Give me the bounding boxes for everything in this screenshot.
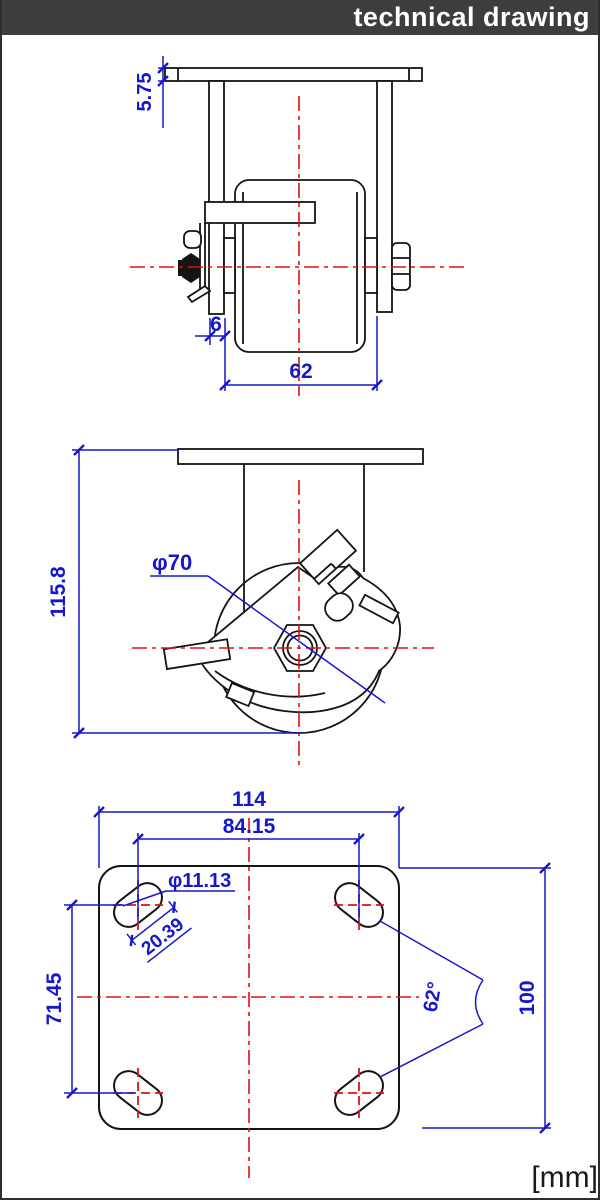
svg-text:115.8: 115.8 bbox=[47, 566, 70, 618]
svg-text:84.15: 84.15 bbox=[223, 815, 276, 838]
svg-text:71.45: 71.45 bbox=[43, 972, 66, 1025]
dim-hole-spacing-height: 71.45 bbox=[43, 899, 135, 1099]
side-brake-lug bbox=[324, 592, 354, 622]
side-brake-plate-detail bbox=[358, 593, 400, 625]
front-view: 5.75 6 62 bbox=[130, 56, 464, 396]
dim-plate-thickness: 5.75 bbox=[134, 56, 169, 128]
plan-view: 114 84.15 φ11.13 bbox=[43, 788, 551, 1178]
svg-text:φ70: φ70 bbox=[152, 550, 192, 575]
svg-text:114: 114 bbox=[232, 788, 266, 811]
front-left-hub bbox=[223, 237, 236, 294]
dim-wheel-width: 62 bbox=[219, 316, 383, 391]
svg-text:6: 6 bbox=[210, 313, 222, 336]
technical-drawing-canvas: 5.75 6 62 bbox=[43, 56, 598, 1194]
dim-plate-width: 114 bbox=[93, 788, 405, 868]
svg-text:φ11.13: φ11.13 bbox=[168, 870, 231, 892]
front-brake-pedal bbox=[204, 201, 316, 224]
front-mounting-plate bbox=[164, 67, 423, 82]
units-label: [mm] bbox=[531, 1161, 598, 1194]
dim-plate-height: 100 bbox=[399, 862, 551, 1134]
svg-text:62°: 62° bbox=[420, 980, 447, 1014]
dim-hole-spacing-width: 84.15 bbox=[132, 815, 365, 922]
side-foot-pedal bbox=[298, 528, 358, 586]
dim-slot-angle: 62° bbox=[379, 920, 484, 1078]
dim-overall-height: 115.8 bbox=[47, 444, 299, 739]
side-pedal-stem bbox=[326, 563, 362, 597]
svg-text:62: 62 bbox=[289, 360, 312, 383]
front-brake-tab bbox=[183, 230, 202, 249]
dim-wheel-diameter: φ70 bbox=[150, 550, 386, 704]
front-bracket-foot bbox=[186, 284, 212, 304]
page-title: technical drawing bbox=[353, 2, 590, 32]
dim-hole-diameter: φ11.13 bbox=[122, 870, 235, 907]
svg-text:100: 100 bbox=[516, 980, 539, 1015]
front-right-hub bbox=[364, 237, 378, 294]
front-axle-bolt bbox=[182, 253, 200, 283]
header-bar: technical drawing bbox=[2, 0, 598, 35]
front-left-leg bbox=[208, 80, 225, 315]
plan-slot-bottom-left bbox=[113, 1070, 163, 1116]
side-view: 115.8 φ70 bbox=[47, 444, 434, 770]
front-right-leg bbox=[376, 80, 393, 313]
side-brake-foot bbox=[162, 638, 232, 671]
svg-text:5.75: 5.75 bbox=[134, 73, 156, 112]
side-mounting-plate bbox=[177, 448, 424, 465]
